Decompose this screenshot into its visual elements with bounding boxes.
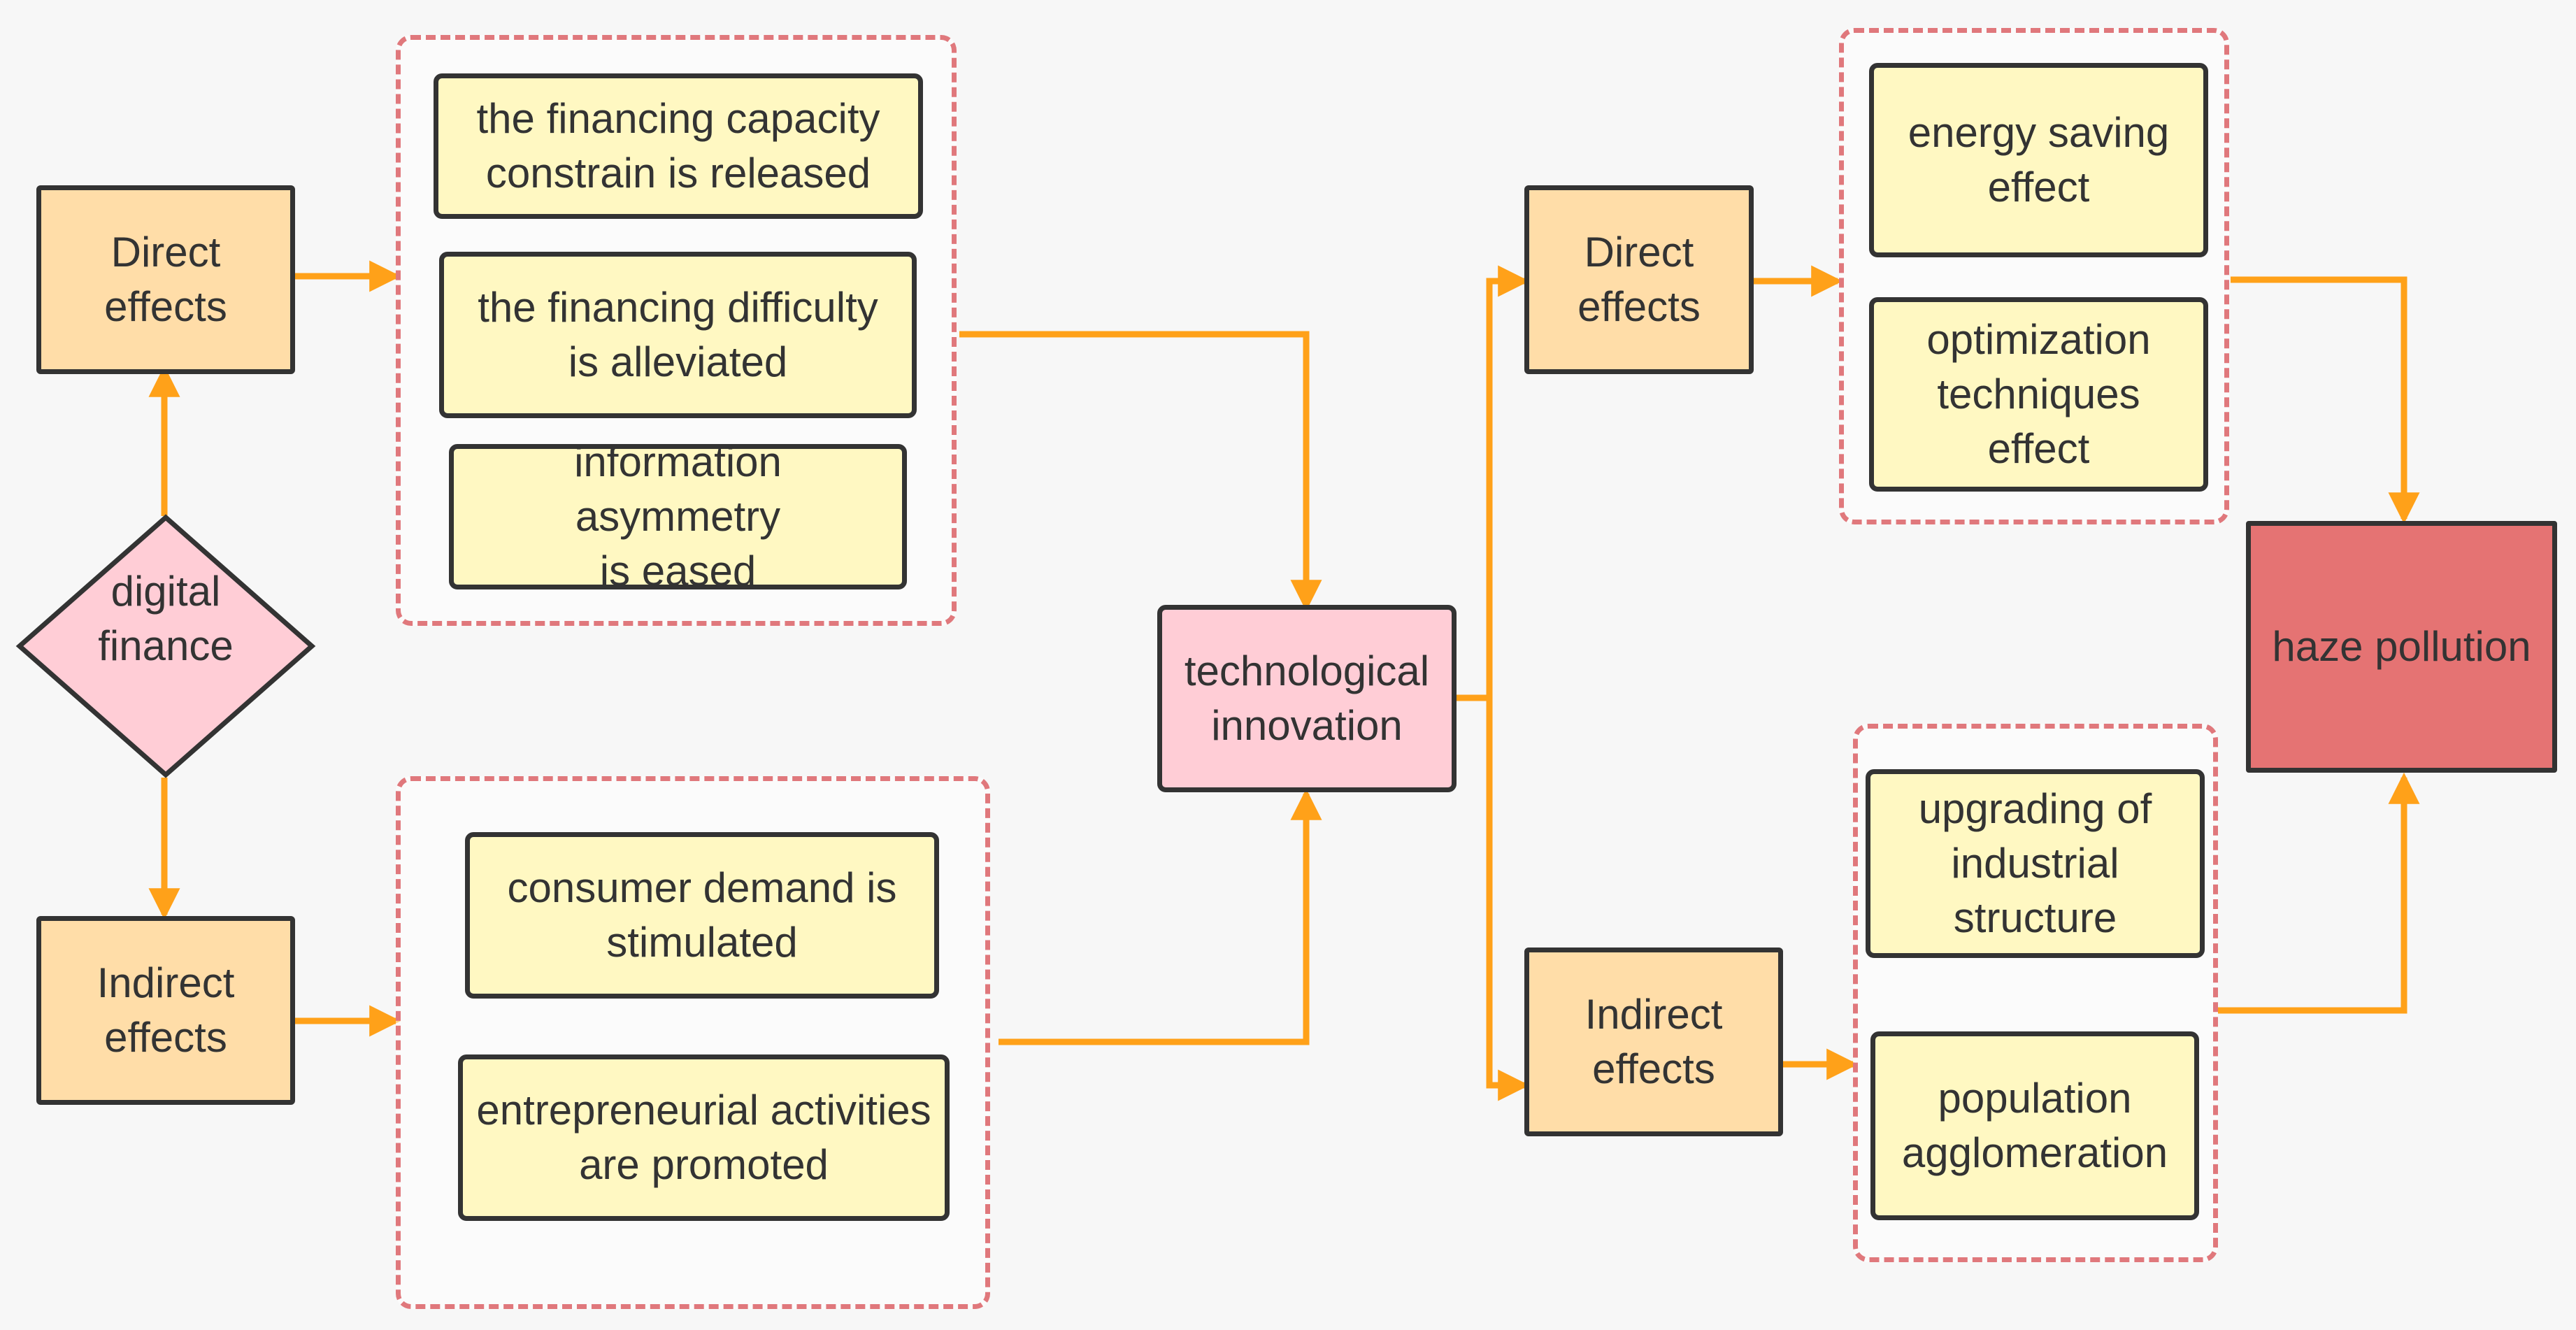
digital-finance-label: digital finance bbox=[98, 568, 234, 669]
arrow-group1-to-tech bbox=[959, 331, 1322, 612]
population-agglomeration-box: population agglomeration bbox=[1870, 1031, 2199, 1220]
technological-innovation-box: technological innovation bbox=[1157, 605, 1457, 792]
arrow-group4-to-haze bbox=[2218, 772, 2420, 1014]
entrepreneurial-activities-box: entrepreneurial activities are promoted bbox=[458, 1054, 950, 1221]
left-direct-effects: Direct effects bbox=[36, 185, 295, 374]
financing-difficulty-box: the financing difficulty is alleviated bbox=[439, 252, 917, 418]
arrow-group3-to-haze bbox=[2231, 276, 2420, 524]
digital-finance-diamond bbox=[15, 514, 316, 778]
consumer-demand-box: consumer demand is stimulated bbox=[465, 832, 939, 999]
right-direct-effects: Direct effects bbox=[1524, 185, 1754, 374]
arrow-tech-to-direct bbox=[1454, 265, 1530, 701]
haze-pollution-box: haze pollution bbox=[2246, 521, 2557, 773]
arrow-group2-to-tech bbox=[999, 788, 1322, 1045]
upgrading-industrial-structure-box: upgrading of industrial structure bbox=[1866, 769, 2205, 958]
information-asymmetry-box: information asymmetry is eased bbox=[449, 438, 907, 594]
right-indirect-effects: Indirect effects bbox=[1524, 948, 1783, 1136]
optimization-techniques-box: optimization techniques effect bbox=[1869, 297, 2208, 492]
arrow-tech-to-indirect bbox=[1486, 698, 1530, 1101]
left-indirect-effects: Indirect effects bbox=[36, 916, 295, 1105]
financing-capacity-box: the financing capacity constrain is rele… bbox=[434, 73, 923, 219]
energy-saving-box: energy saving effect bbox=[1869, 63, 2208, 257]
